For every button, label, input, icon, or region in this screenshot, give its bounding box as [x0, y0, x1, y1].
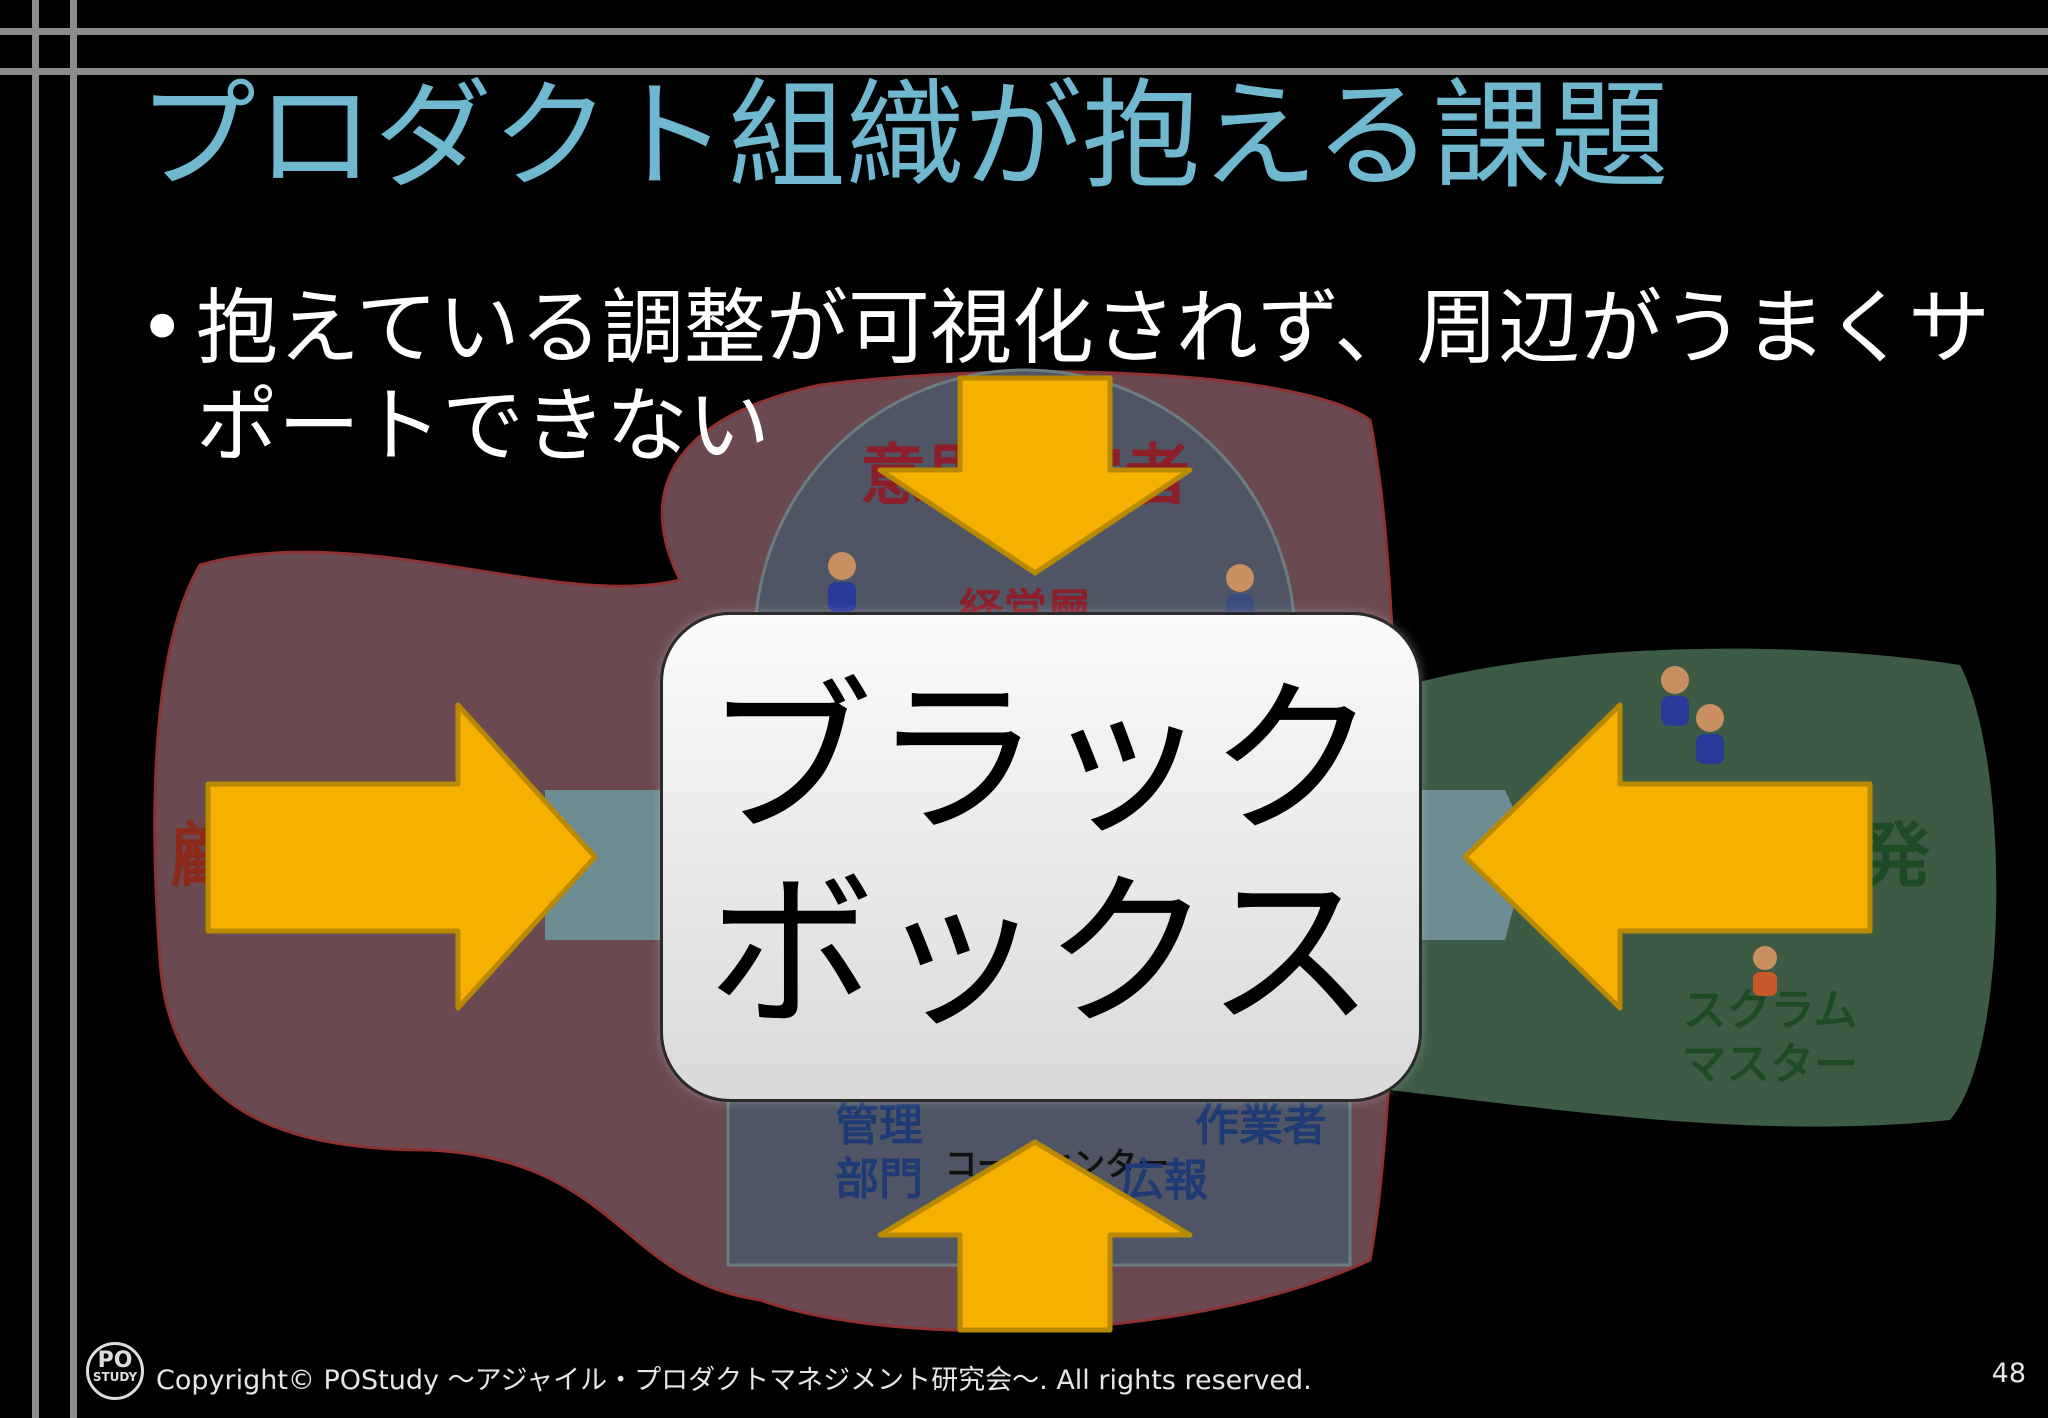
person-icon	[1661, 666, 1689, 726]
person-icon-group	[828, 552, 1777, 996]
copyright-text: Copyright© POStudy ～アジャイル・プロダクトマネジメント研究会…	[156, 1365, 1312, 1396]
pr-label: 広報	[1120, 1155, 1208, 1206]
bullet-marker: •	[138, 281, 187, 376]
bullet-item: • 抱えている調整が可視化されず、周辺がうまくサポートできない	[138, 280, 2008, 477]
person-icon	[828, 552, 856, 612]
admin-label: 管理部門	[835, 1100, 923, 1205]
arrow-right-icon	[205, 702, 598, 1011]
workers-label: 作業者	[1195, 1100, 1327, 1151]
black-box-panel: ブラック ボックス	[660, 612, 1422, 1102]
person-icon	[1696, 704, 1724, 764]
bullet-text: 抱えている調整が可視化されず、周辺がうまくサポートできない	[196, 281, 1991, 475]
slide-footer: PO STUDY Copyright© POStudy ～アジャイル・プロダクト…	[86, 1342, 2026, 1404]
postudy-logo: PO STUDY	[86, 1342, 144, 1400]
black-box-label: ブラック ボックス	[705, 661, 1377, 1051]
page-number: 48	[1991, 1358, 2026, 1389]
arrow-left-icon	[1462, 702, 1873, 1011]
arrow-down-icon	[877, 375, 1193, 576]
slide-title: プロダクト組織が抱える課題	[138, 67, 1669, 205]
arrow-up-icon	[877, 1139, 1193, 1333]
person-icon	[1753, 946, 1777, 996]
